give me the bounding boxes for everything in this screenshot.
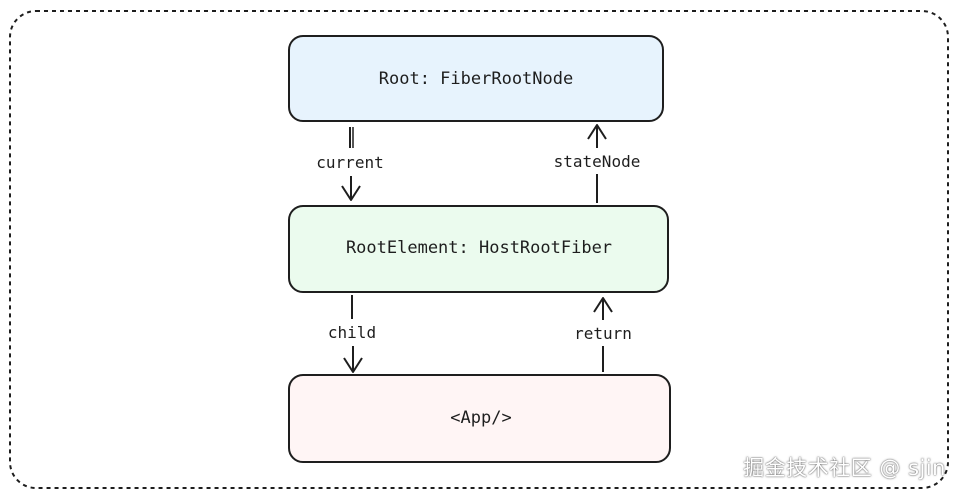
app-node-label: <App/> bbox=[450, 408, 511, 428]
root-node-label: Root: FiberRootNode bbox=[379, 69, 573, 89]
watermark: 掘金技术社区 @ sjin bbox=[743, 456, 946, 480]
root-node[interactable]: Root: FiberRootNode bbox=[288, 35, 664, 122]
app-node[interactable]: <App/> bbox=[288, 374, 671, 463]
child-arrow bbox=[343, 295, 363, 373]
outer-frame bbox=[9, 10, 949, 489]
state-node-label: stateNode bbox=[554, 152, 641, 171]
root-element-node-label: RootElement: HostRootFiber bbox=[346, 238, 612, 258]
child-label: child bbox=[328, 323, 376, 342]
root-node-box bbox=[288, 35, 664, 122]
return-arrow bbox=[593, 297, 613, 372]
root-element-node[interactable]: RootElement: HostRootFiber bbox=[288, 205, 669, 293]
current-arrow bbox=[341, 127, 361, 201]
app-node-box bbox=[288, 374, 671, 463]
current-label: current bbox=[316, 153, 383, 172]
return-label: return bbox=[574, 324, 632, 343]
root-element-node-box bbox=[288, 205, 669, 293]
state-node-arrow bbox=[587, 124, 607, 203]
